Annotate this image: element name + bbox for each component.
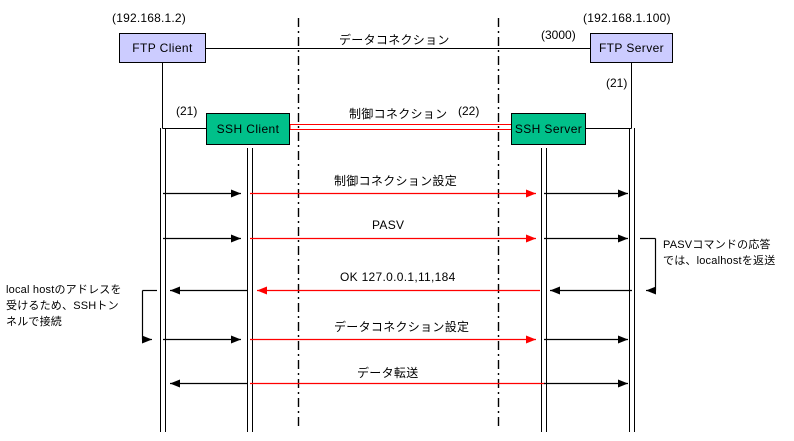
node-ssh-client-label: SSH Client bbox=[216, 122, 280, 136]
node-ftp-server[interactable]: FTP Server bbox=[590, 33, 673, 63]
note-left: local hostのアドレスを 受けるため、SSHトン ネルで接続 bbox=[6, 282, 142, 330]
lifeline-ssh-client bbox=[247, 148, 253, 432]
note-right-bracket bbox=[640, 237, 657, 295]
lifeline-ftp-server bbox=[629, 128, 635, 432]
note-right-line-2: では、localhostを返送 bbox=[663, 255, 776, 267]
label-msg-data-setup: データコネクション設定 bbox=[334, 320, 470, 334]
note-left-line-3: ネルで接続 bbox=[6, 316, 62, 328]
node-ftp-server-label: FTP Server bbox=[598, 41, 665, 55]
lifeline-ftp-client bbox=[160, 128, 166, 432]
note-right: PASVコマンドの応答 では、localhostを返送 bbox=[663, 237, 793, 269]
note-left-bracket bbox=[141, 289, 157, 344]
note-left-line-2: 受けるため、SSHトン bbox=[6, 300, 119, 312]
lifeline-ssh-server bbox=[541, 148, 547, 432]
note-right-line-1: PASVコマンドの応答 bbox=[663, 239, 771, 251]
label-msg-ok: OK 127.0.0.1,11,184 bbox=[340, 270, 456, 284]
node-ssh-client[interactable]: SSH Client bbox=[206, 113, 290, 145]
port-label-ftp-server-21: (21) bbox=[606, 76, 628, 90]
node-ftp-client-label: FTP Client bbox=[132, 41, 193, 55]
address-ftp-client: (192.168.1.2) bbox=[112, 11, 186, 25]
node-ftp-client[interactable]: FTP Client bbox=[119, 33, 206, 63]
ftp-client-stub bbox=[162, 63, 206, 129]
port-label-ftp-server-3000: (3000) bbox=[541, 28, 576, 42]
label-msg-data-transfer: データ転送 bbox=[357, 366, 419, 380]
label-control-connection: 制御コネクション bbox=[349, 107, 448, 121]
label-data-connection: データコネクション bbox=[339, 33, 450, 47]
port-label-ssh-server-22: (22) bbox=[458, 104, 480, 118]
label-msg-control-setup: 制御コネクション設定 bbox=[334, 174, 458, 188]
ftp-server-stub bbox=[586, 63, 632, 129]
node-ssh-server[interactable]: SSH Server bbox=[511, 113, 586, 145]
node-ssh-server-label: SSH Server bbox=[514, 122, 583, 136]
port-label-ftp-client-21: (21) bbox=[176, 104, 198, 118]
label-msg-pasv: PASV bbox=[372, 218, 405, 232]
note-left-line-1: local hostのアドレスを bbox=[6, 284, 122, 296]
address-ftp-server: (192.168.1.100) bbox=[583, 11, 671, 25]
control-connection-line bbox=[289, 123, 513, 131]
